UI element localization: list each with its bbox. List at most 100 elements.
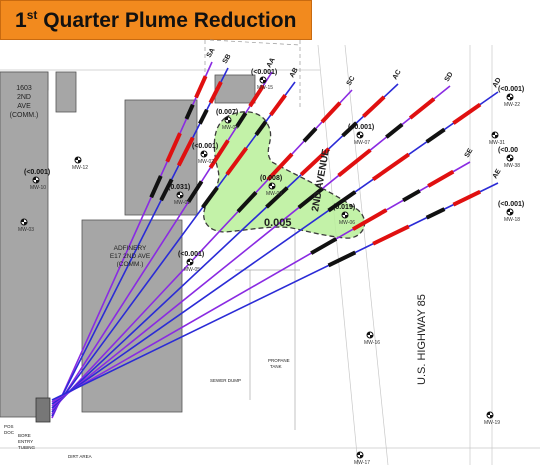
screen-segment — [371, 152, 410, 181]
screen-segment — [385, 122, 404, 139]
contour-label: 0.005 — [264, 217, 292, 229]
boring-line — [51, 81, 296, 413]
screen-segment — [266, 152, 294, 181]
boring-label: AB — [289, 67, 300, 79]
well-marker: MW-16 — [364, 331, 380, 346]
well-marker: MW-22 (<0.001) — [498, 86, 524, 108]
well-id-label: MW-22 — [504, 102, 520, 108]
well-id-label: MW-18 — [504, 217, 520, 223]
screen-segment — [425, 127, 446, 144]
screen-segment — [254, 120, 268, 136]
well-value-label: (0.007) — [216, 109, 238, 116]
well-value-label: (0.031) — [168, 184, 190, 191]
well-value-label: (<0.001) — [178, 251, 204, 258]
screen-segment — [327, 250, 357, 268]
building-center — [124, 99, 198, 216]
screen-segment — [208, 81, 223, 104]
screen-segment — [248, 84, 265, 108]
boring-label: SA — [206, 47, 217, 59]
well-marker: MW-07 (<0.001) — [348, 124, 374, 146]
well-marker: MW-02 (<0.001) — [192, 143, 218, 165]
building-small — [55, 71, 77, 113]
well-id-label: MW-15 — [257, 85, 273, 91]
well-value-label: (<0.001) — [348, 124, 374, 131]
boring-label: SD — [444, 71, 455, 83]
boring-label: SB — [222, 53, 233, 65]
map-title: 1st Quarter Plume Reduction — [15, 7, 297, 32]
screen-segment — [176, 136, 195, 167]
well-id-label: MW-19 — [484, 420, 500, 426]
screen-segment — [198, 108, 209, 125]
screen-segment — [159, 178, 174, 202]
screen-segment — [452, 102, 482, 125]
street-lines — [0, 39, 540, 465]
screen-segment — [265, 186, 289, 209]
screen-segment — [186, 180, 204, 204]
well-value-label: (<0.001) — [498, 201, 524, 208]
well-marker: MW-38(<0.00 — [498, 147, 520, 169]
screen-segment — [208, 139, 230, 169]
boring-line — [51, 85, 451, 407]
screen-segment — [320, 101, 342, 124]
screen-segment — [302, 127, 318, 143]
well-value-label: (<0.001) — [498, 86, 524, 93]
buildings — [0, 71, 256, 423]
well-value-label: (<0.00 — [498, 147, 518, 154]
screen-segment — [201, 186, 219, 209]
dirt-area-label: DIRT AREA — [68, 454, 92, 459]
screen-segment — [310, 237, 338, 255]
building-right-small — [214, 74, 256, 104]
screen-segment — [337, 148, 372, 178]
boring-label: AE — [492, 168, 503, 180]
well-value-label: (<0.001) — [24, 169, 50, 176]
screen-segment — [362, 95, 386, 118]
well-marker: MW-10(<0.001) — [24, 169, 50, 191]
screen-segment — [235, 111, 248, 128]
well-marker: MW-03 — [18, 218, 34, 233]
boring-line — [51, 67, 229, 417]
well-marker: MW-04 (0.007) — [216, 109, 238, 131]
boring-label: AA — [266, 57, 277, 69]
screen-segment — [452, 189, 482, 207]
screen-segment — [327, 190, 357, 213]
building-1603 — [0, 71, 49, 418]
well-marker: MW-19 — [484, 411, 500, 426]
well-id-label: MW-04 — [222, 125, 238, 131]
boring-line — [51, 61, 213, 419]
well-id-label: MW-02 — [198, 159, 214, 165]
screen-segment — [269, 94, 287, 117]
well-marker: MW-18 (<0.001) — [498, 201, 524, 223]
screen-segment — [372, 224, 410, 246]
well-value-label: (<0.001) — [251, 69, 277, 76]
well-id-label: MW-07 — [354, 140, 370, 146]
screen-segment — [236, 191, 258, 213]
title-banner: 1st Quarter Plume Reduction — [0, 0, 312, 40]
boring-label: SC — [346, 75, 357, 87]
screen-segment — [427, 169, 455, 188]
boring-line — [51, 83, 399, 409]
monitoring-wells: MW-15(<0.001)MW-04(0.007)MW-02(<0.001)MW… — [18, 69, 524, 465]
well-marker: MW-12 — [72, 156, 88, 171]
boring-line — [51, 161, 471, 403]
well-id-label: MW-12 — [72, 165, 88, 171]
boring-label: AC — [392, 69, 403, 81]
well-id-label: MW-01 — [174, 200, 190, 206]
well-value-label: (0.019) — [333, 204, 355, 211]
screen-segment — [225, 146, 249, 176]
well-id-label: MW-17 — [354, 460, 370, 465]
well-value-label: (<0.001) — [192, 143, 218, 150]
screen-segment — [425, 207, 446, 220]
boring-label: SE — [464, 147, 475, 159]
screen-segment — [341, 121, 358, 138]
sewer-dump-label: SEWER DUMP — [210, 378, 241, 383]
well-marker: MW-31 — [489, 131, 505, 146]
well-marker: MW-15 (<0.001) — [251, 69, 277, 91]
well-id-label: MW-09 — [266, 191, 282, 197]
